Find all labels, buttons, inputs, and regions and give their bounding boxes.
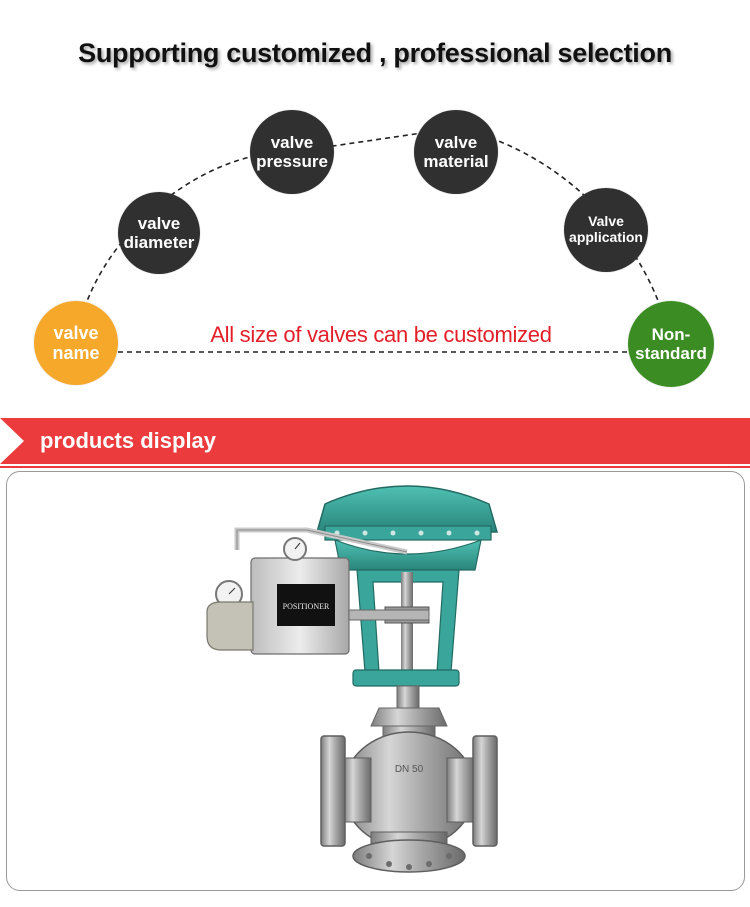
banner-underline xyxy=(0,466,750,468)
valve-body-marking: DN 50 xyxy=(395,764,424,775)
node-non-standard-label: Non- standard xyxy=(635,324,707,363)
customized-text: All size of valves can be customized xyxy=(210,322,552,347)
node-valve-pressure: valve pressure xyxy=(250,110,334,194)
product-display-box: POSITIONER DN 50 xyxy=(6,471,745,891)
node-valve-application: Valve application xyxy=(564,188,648,272)
headline: Supporting customized , professional sel… xyxy=(78,38,672,68)
section-banner: products display xyxy=(0,418,750,464)
node-valve-application-label: Valve application xyxy=(569,213,643,245)
node-non-standard: Non- standard xyxy=(628,301,714,387)
node-valve-material: valve material xyxy=(414,110,498,194)
node-valve-name: valve name xyxy=(34,301,118,385)
node-valve-pressure-label: valve pressure xyxy=(256,132,328,171)
node-valve-material-label: valve material xyxy=(423,132,489,171)
banner-notch xyxy=(0,418,24,464)
product-image-control-valve: POSITIONER DN 50 xyxy=(206,485,498,873)
node-valve-diameter: valve diameter xyxy=(118,192,200,274)
node-valve-name-label: valve name xyxy=(52,322,100,363)
node-valve-diameter-label: valve diameter xyxy=(123,213,195,252)
banner-title: products display xyxy=(40,428,217,453)
positioner-label: POSITIONER xyxy=(283,602,330,611)
